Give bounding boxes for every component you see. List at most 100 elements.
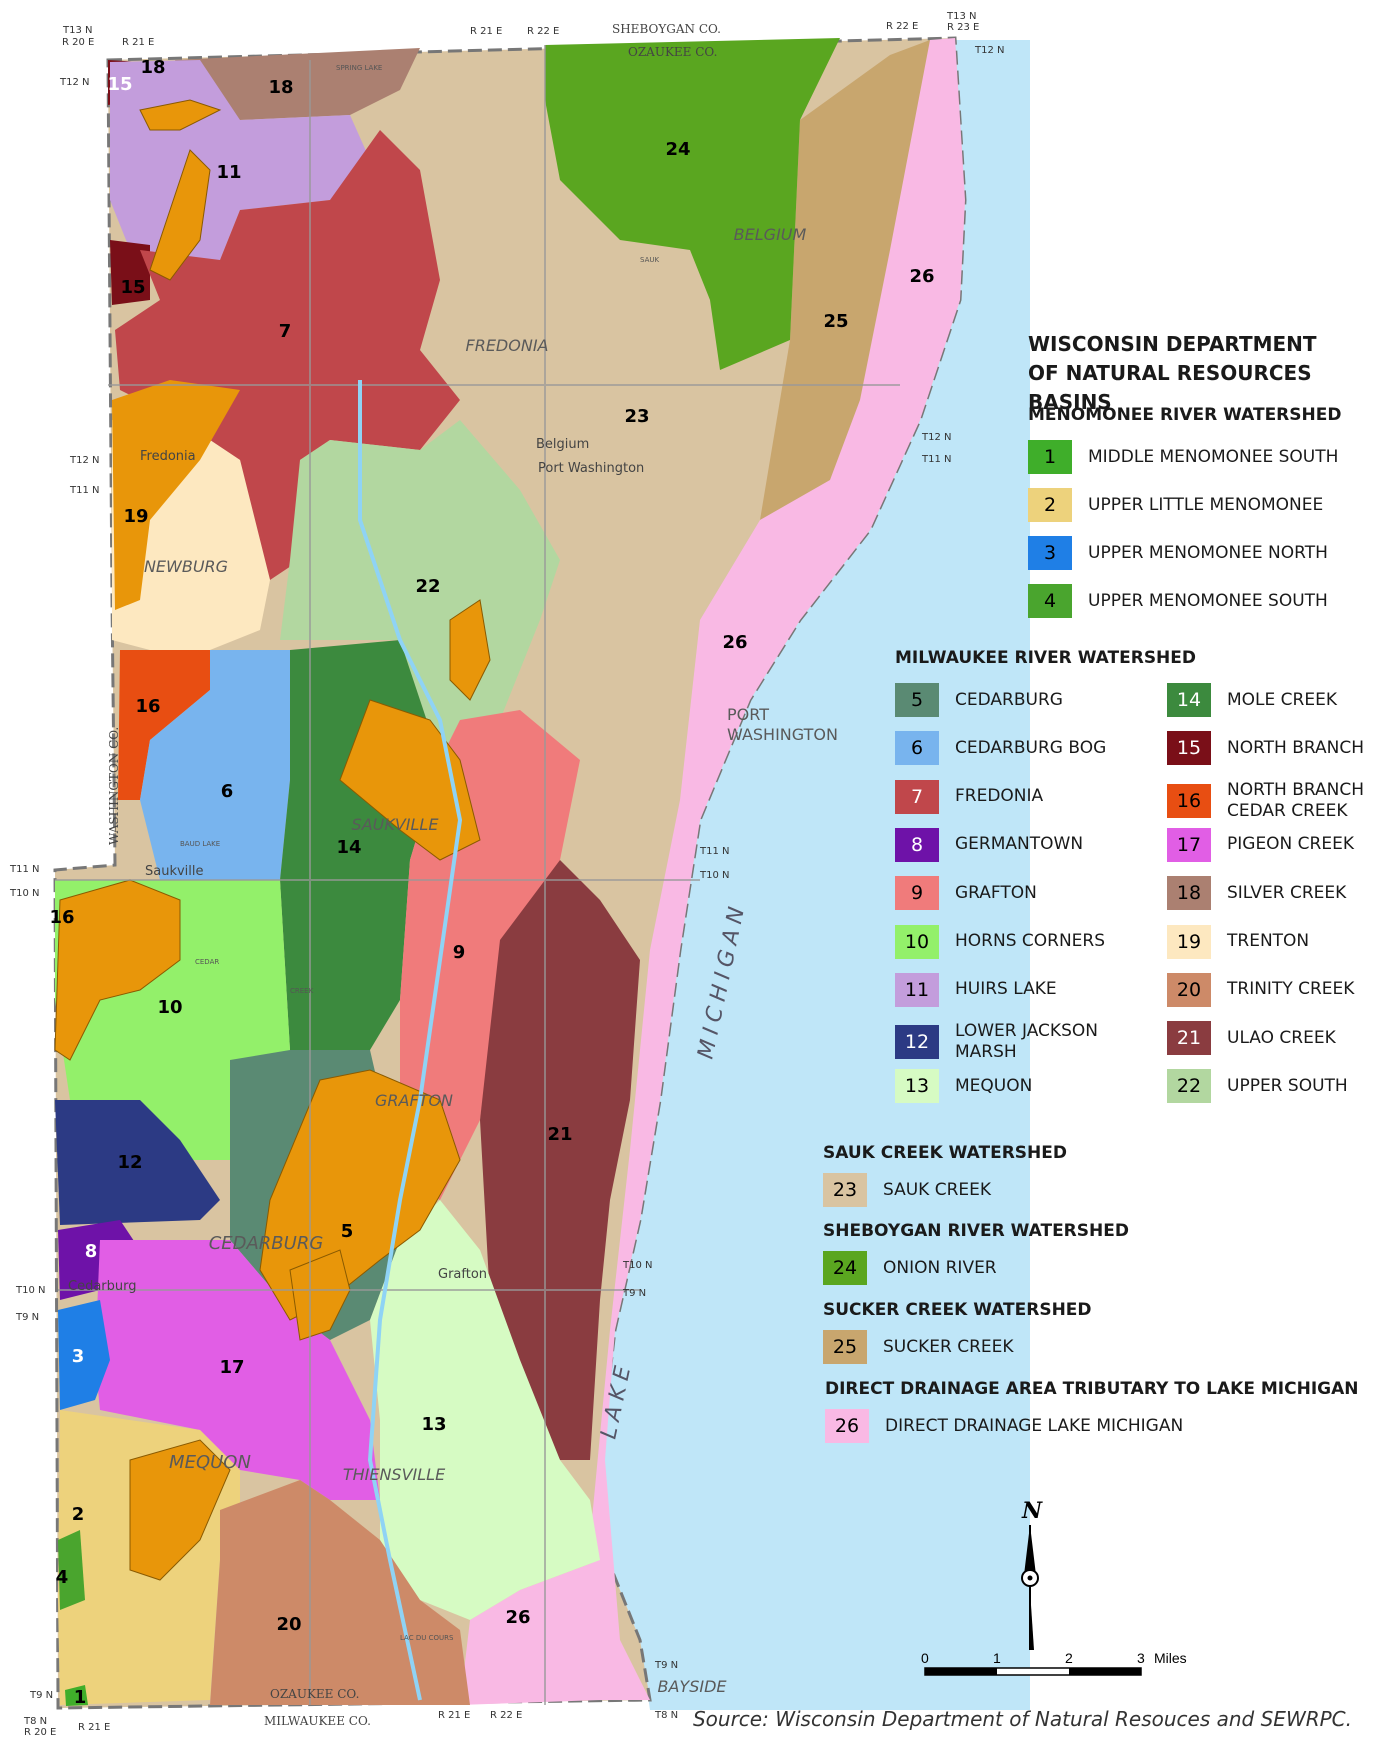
legend-swatch-10: 10 — [895, 924, 939, 959]
svg-text:T12 N: T12 N — [69, 455, 100, 466]
svg-text:R 20 E: R 20 E — [62, 37, 94, 48]
legend-label-26: DIRECT DRAINAGE LAKE MICHIGAN — [885, 1415, 1184, 1436]
legend-title: WISCONSIN DEPARTMENT OF NATURAL RESOURCE… — [1028, 330, 1382, 417]
legend-title-line1: WISCONSIN DEPARTMENT — [1028, 332, 1317, 356]
legend-label-18: SILVER CREEK — [1227, 882, 1347, 903]
legend-item-14: 14 MOLE CREEK — [1167, 683, 1337, 717]
legend-item-26: 26 DIRECT DRAINAGE LAKE MICHIGAN — [825, 1409, 1183, 1443]
basin-label-1: 1 — [74, 1687, 87, 1708]
legend-item-8: 8 GERMANTOWN — [895, 827, 1084, 862]
legend-swatch-6: 6 — [895, 731, 939, 766]
water-labels: SPRING LAKE BAUD LAKE LAC DU COURS SAUK … — [180, 64, 659, 1642]
legend-heading: SUCKER CREEK WATERSHED — [823, 1300, 1092, 1320]
legend-label-11: HUIRS LAKE — [955, 979, 1057, 1000]
place-saukville: SAUKVILLE — [352, 815, 440, 834]
county-washington: WASHINGTON CO. — [107, 727, 121, 845]
legend-swatch-24: 24 — [823, 1251, 867, 1285]
county-labels: SHEBOYGAN CO. OZAUKEE CO. MILWAUKEE CO. … — [107, 22, 721, 1728]
svg-text:CREEK: CREEK — [290, 987, 314, 995]
basin-label-18: 18 — [140, 57, 165, 78]
legend-swatch-7: 7 — [895, 779, 939, 814]
legend-swatch-17: 17 — [1167, 827, 1211, 862]
basin-label-6: 6 — [221, 781, 234, 802]
basin-label-11: 11 — [216, 162, 241, 183]
basin-number-labels: 18 15 18 24 11 15 26 25 7 23 19 22 26 16… — [49, 57, 934, 1708]
svg-text:R 21 E: R 21 E — [438, 1710, 470, 1721]
grid-labels: T13 N R 20 E R 21 E R 21 E R 22 E R 22 E… — [9, 11, 1005, 1737]
basin-label-3: 3 — [72, 1346, 85, 1367]
basin-label-22: 22 — [415, 576, 440, 597]
legend-swatch-3: 3 — [1028, 536, 1072, 570]
svg-text:R 22 E: R 22 E — [490, 1710, 522, 1721]
legend-item-25: 25 SUCKER CREEK — [823, 1330, 1014, 1364]
svg-text:T11 N: T11 N — [921, 454, 952, 465]
scale-unit: Miles — [1154, 1650, 1187, 1666]
legend-label-5: CEDARBURG — [955, 689, 1063, 710]
basin-label-16: 16 — [49, 907, 74, 928]
legend-label-8: GERMANTOWN — [955, 834, 1084, 855]
legend-item-7: 7 FREDONIA — [895, 779, 1044, 814]
lake-michigan — [600, 40, 1030, 1710]
place-belgium: BELGIUM — [734, 225, 807, 244]
legend-label-7: FREDONIA — [955, 786, 1044, 807]
legend-swatch-20: 20 — [1167, 972, 1211, 1007]
basin-label-13: 13 — [421, 1414, 446, 1435]
source-note: Source: Wisconsin Department of Natural … — [692, 1707, 1352, 1731]
legend-swatch-22: 22 — [1167, 1069, 1211, 1104]
legend-swatch-2: 2 — [1028, 488, 1072, 522]
svg-text:T10 N: T10 N — [15, 1285, 46, 1296]
scale-bar — [924, 1667, 1142, 1676]
legend-swatch-11: 11 — [895, 972, 939, 1007]
legend-label-25: SUCKER CREEK — [883, 1336, 1014, 1357]
svg-text:T11 N: T11 N — [699, 846, 730, 857]
place-mequon: MEQUON — [169, 1452, 251, 1473]
legend-swatch-26: 26 — [825, 1409, 869, 1443]
svg-text:SAUK: SAUK — [640, 256, 659, 264]
basin-label-15: 15 — [120, 277, 145, 298]
county-sheboygan: SHEBOYGAN CO. — [612, 22, 721, 36]
county-ozaukee: OZAUKEE CO. — [628, 45, 717, 59]
scale-tick-0: 0 — [921, 1650, 929, 1666]
legend-label-16: NORTH BRANCH CEDAR CREEK — [1227, 779, 1365, 821]
basin-label-2: 2 — [72, 1504, 85, 1525]
legend-label-14: MOLE CREEK — [1227, 689, 1337, 710]
svg-text:T9 N: T9 N — [622, 1288, 646, 1299]
svg-text:LAC DU COURS: LAC DU COURS — [400, 1634, 454, 1642]
svg-text:R 21 E: R 21 E — [122, 37, 154, 48]
town-port-washington: Port Washington — [538, 461, 644, 476]
svg-text:WASHINGTON: WASHINGTON — [727, 725, 838, 744]
basin-label-10: 10 — [157, 997, 182, 1018]
scale-tick-2: 2 — [1065, 1650, 1073, 1666]
town-grafton: Grafton — [438, 1267, 487, 1282]
basin-label-18: 18 — [268, 77, 293, 98]
scale-tick-3: 3 — [1137, 1650, 1145, 1666]
svg-text:R 21 E: R 21 E — [78, 1722, 110, 1733]
svg-text:SPRING LAKE: SPRING LAKE — [336, 64, 382, 72]
svg-text:T9 N: T9 N — [654, 1660, 678, 1671]
legend-swatch-14: 14 — [1167, 683, 1211, 717]
legend-label-23: SAUK CREEK — [883, 1179, 992, 1200]
svg-text:R 23 E: R 23 E — [947, 22, 979, 33]
legend-item-11: 11 HUIRS LAKE — [895, 972, 1057, 1007]
legend-swatch-1: 1 — [1028, 440, 1072, 474]
basin-label-16: 16 — [135, 696, 160, 717]
basin-label-19: 19 — [123, 506, 148, 527]
legend-label-20: TRINITY CREEK — [1227, 979, 1355, 1000]
svg-text:T9 N: T9 N — [15, 1312, 39, 1323]
basin-label-17: 17 — [219, 1357, 244, 1378]
legend-swatch-23: 23 — [823, 1173, 867, 1207]
svg-text:R 22 E: R 22 E — [886, 21, 918, 32]
grid-lines — [55, 45, 900, 1705]
legend-swatch-5: 5 — [895, 683, 939, 717]
svg-text:T8 N: T8 N — [23, 1716, 47, 1727]
county-ozaukee-south: OZAUKEE CO. — [270, 1687, 359, 1701]
legend-swatch-8: 8 — [895, 827, 939, 862]
legend-swatch-25: 25 — [823, 1330, 867, 1364]
